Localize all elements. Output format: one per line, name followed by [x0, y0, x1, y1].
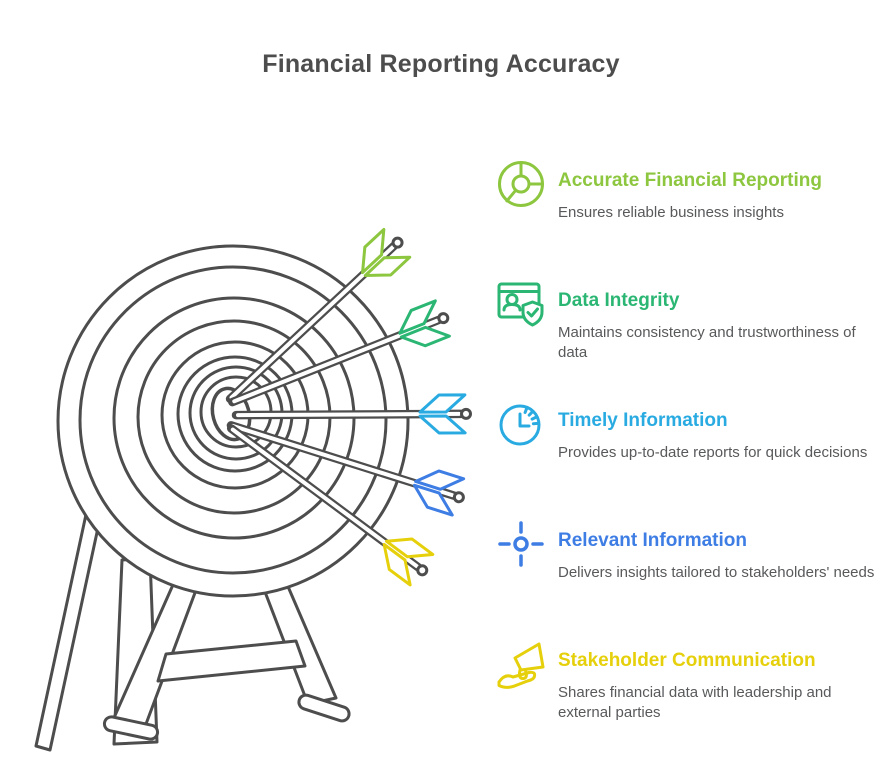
arrow-nock — [391, 236, 404, 249]
list-item-timely-information: Timely Information Provides up-to-date r… — [494, 397, 880, 463]
arrow-fletching — [382, 537, 435, 587]
clock-icon — [494, 397, 548, 451]
item-title: Accurate Financial Reporting — [558, 170, 822, 191]
arrow-3 — [231, 393, 472, 435]
list-item-relevant-information: Relevant Information Delivers insights t… — [494, 517, 880, 583]
arrow-fletching — [418, 393, 467, 435]
arrow-fletching — [412, 469, 466, 517]
arrow-4 — [226, 421, 466, 517]
page-title: Financial Reporting Accuracy — [262, 50, 620, 78]
arrow-2 — [228, 299, 451, 407]
arrow-5 — [226, 424, 435, 587]
arrow-fletching — [361, 227, 412, 277]
item-description: Maintains consistency and trustworthines… — [558, 324, 856, 361]
pie-chart-icon — [494, 157, 548, 211]
megaphone-hand-icon — [494, 637, 548, 691]
item-description: Ensures reliable business insights — [558, 204, 784, 221]
arrow-nock — [437, 312, 450, 325]
stand-rear-leg — [34, 494, 106, 752]
list-item-data-integrity: Data Integrity Maintains consistency and… — [494, 277, 880, 362]
list-item-accurate-financial-reporting: Accurate Financial Reporting Ensures rel… — [494, 157, 880, 223]
item-description: Provides up-to-date reports for quick de… — [558, 444, 868, 461]
item-title: Relevant Information — [558, 530, 747, 551]
item-description: Delivers insights tailored to stakeholde… — [558, 564, 875, 581]
target-bullseye — [210, 386, 252, 442]
window-user-shield-icon — [494, 277, 548, 331]
item-title: Timely Information — [558, 410, 728, 431]
stand-left-foot — [102, 715, 160, 741]
stand-right-foot — [297, 693, 351, 723]
target-ring — [78, 265, 388, 575]
arrow-nock — [416, 564, 429, 577]
stand-crossbar — [156, 639, 307, 683]
item-title: Stakeholder Communication — [558, 650, 816, 671]
item-title: Data Integrity — [558, 290, 680, 311]
arrow-fletching — [398, 299, 451, 348]
target-face — [56, 244, 410, 598]
list-item-stakeholder-communication: Stakeholder Communication Shares financi… — [494, 637, 880, 722]
arrow-nock — [452, 491, 465, 504]
item-description: Shares financial data with leadership an… — [558, 684, 832, 721]
arrow-nock — [459, 407, 472, 420]
arrow-1 — [225, 227, 412, 404]
crosshair-icon — [494, 517, 548, 571]
arrows — [225, 227, 472, 587]
